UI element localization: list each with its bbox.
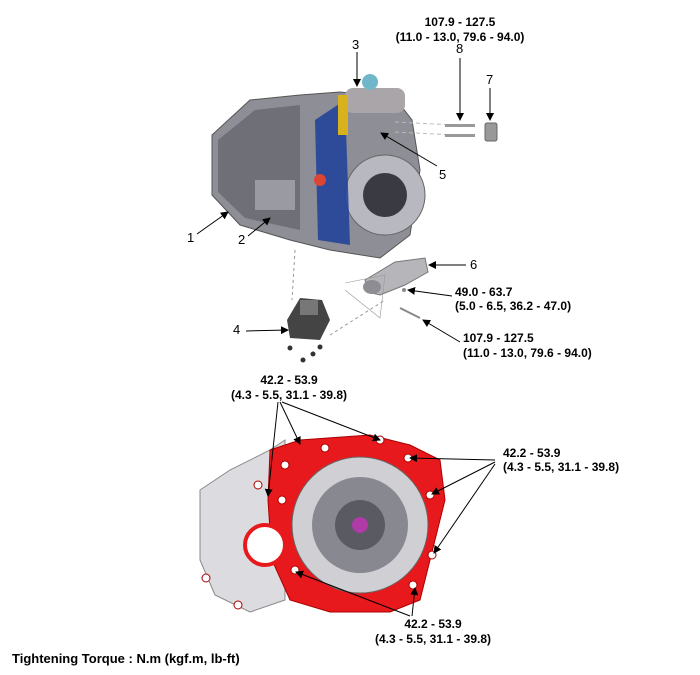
transmission-assembly xyxy=(211,74,426,259)
torque-case-top-alt: (4.3 - 5.5, 31.1 - 39.8) xyxy=(230,388,348,402)
callout-8: 8 xyxy=(456,41,464,56)
callout-7: 7 xyxy=(486,72,494,87)
torque-mount-large-nm: 107.9 - 127.5 xyxy=(463,331,534,345)
mount-4 xyxy=(287,249,386,363)
leader-lines xyxy=(196,52,496,617)
torque-mount-large-alt: (11.0 - 13.0, 79.6 - 94.0) xyxy=(463,346,592,360)
torque-case-bottom-nm: 42.2 - 53.9 xyxy=(404,617,462,631)
callout-3: 3 xyxy=(352,37,360,52)
callout-6: 6 xyxy=(470,257,478,272)
torque-case-bottom-alt: (4.3 - 5.5, 31.1 - 39.8) xyxy=(374,632,492,646)
torque-units-footer: Tightening Torque : N.m (kgf.m, lb-ft) xyxy=(12,651,240,666)
torque-top-bolt-alt: (11.0 - 13.0, 79.6 - 94.0) xyxy=(395,30,525,44)
cap-7 xyxy=(484,122,498,142)
transmission-case xyxy=(199,434,446,613)
torque-case-right-nm: 42.2 - 53.9 xyxy=(503,446,561,460)
torque-case-top-nm: 42.2 - 53.9 xyxy=(260,373,318,387)
callout-4: 4 xyxy=(233,322,241,337)
torque-mount-small-nm: 49.0 - 63.7 xyxy=(455,285,513,299)
callout-2: 2 xyxy=(238,232,246,247)
bolts-8 xyxy=(394,121,476,137)
torque-top-bolt-nm: 107.9 - 127.5 xyxy=(424,15,496,29)
torque-mount-small-alt: (5.0 - 6.5, 36.2 - 47.0) xyxy=(455,299,572,313)
callout-1: 1 xyxy=(187,230,195,245)
torque-case-right-alt: (4.3 - 5.5, 31.1 - 39.8) xyxy=(503,460,620,474)
callout-5: 5 xyxy=(439,167,447,182)
mount-bracket-6 xyxy=(344,257,429,319)
